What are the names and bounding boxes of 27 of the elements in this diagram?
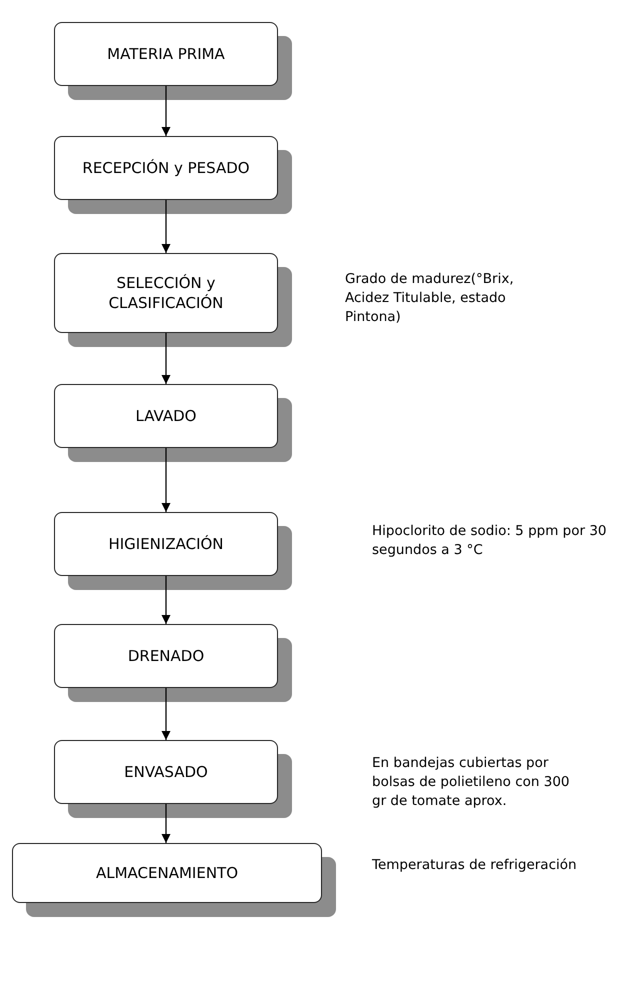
note-text: En bandejas cubiertas por bolsas de polietileno con 300 gr de tomate aprox. [372, 754, 571, 811]
process-box [54, 22, 278, 86]
step-label: MATERIA PRIMA [107, 44, 225, 64]
process-box [54, 136, 278, 200]
step-label: RECEPCIÓN y PESADO [82, 158, 250, 178]
arrow [162, 333, 170, 384]
arrow [162, 448, 170, 512]
step-label: HIGIENIZACIÓN [108, 534, 224, 554]
process-box [54, 740, 278, 804]
arrow [162, 200, 170, 253]
arrow [162, 86, 170, 136]
step-label: DRENADO [128, 646, 204, 666]
step-label: LAVADO [136, 406, 196, 426]
note-text: Grado de madurez(°Brix, Acidez Titulable, estado Pintona) [345, 270, 515, 327]
process-box [54, 253, 278, 333]
process-box [12, 843, 322, 903]
step-label: SELECCIÓN y CLASIFICACIÓN [108, 272, 224, 314]
step-label: ALMACENAMIENTO [96, 862, 238, 884]
arrow [162, 688, 170, 740]
note-text: Hipoclorito de sodio: 5 ppm por 30 segundos a 3 °C [372, 522, 608, 560]
process-box [54, 624, 278, 688]
process-box [54, 384, 278, 448]
arrow [162, 804, 170, 843]
arrow [162, 576, 170, 624]
process-box [54, 512, 278, 576]
step-label: ENVASADO [124, 762, 208, 782]
note-text: Temperaturas de refrigeración [372, 856, 578, 875]
